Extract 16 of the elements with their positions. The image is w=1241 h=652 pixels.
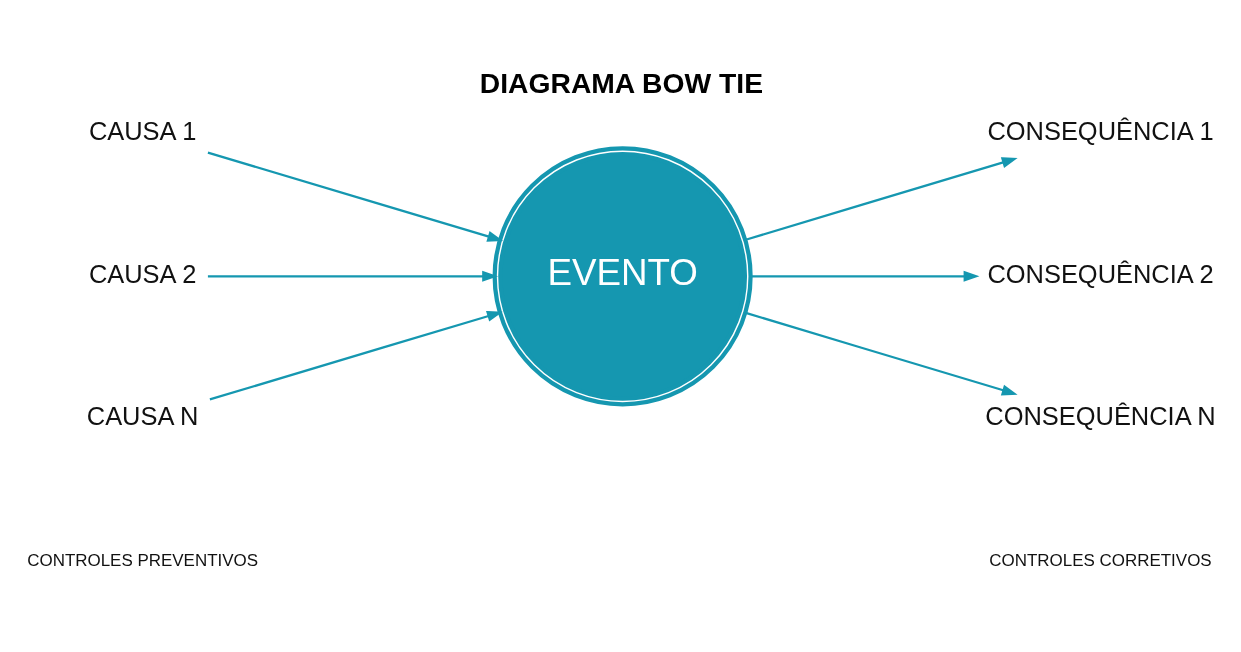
node-text: CONSEQUÊNCIA 2 (987, 259, 1214, 288)
arrow (207, 151, 504, 242)
node-text: CONSEQUÊNCIA N (985, 401, 1216, 430)
node-text: CAUSA 2 (88, 259, 197, 288)
node-text: CAUSA N (86, 401, 199, 430)
arrow (209, 310, 503, 400)
node-text: CAUSA 1 (88, 116, 197, 145)
node-text: CONSEQUÊNCIA 1 (987, 116, 1214, 145)
diagram-title: DIAGRAMA BOW TIE (479, 66, 763, 99)
arrow (745, 311, 1018, 395)
arrow (207, 270, 499, 282)
arrow (745, 156, 1018, 241)
node-circle: EVENTO (492, 145, 753, 406)
label: CONTROLES PREVENTIVOS (27, 550, 259, 570)
arrow (750, 270, 980, 282)
label: CONTROLES CORRETIVOS (989, 550, 1212, 570)
